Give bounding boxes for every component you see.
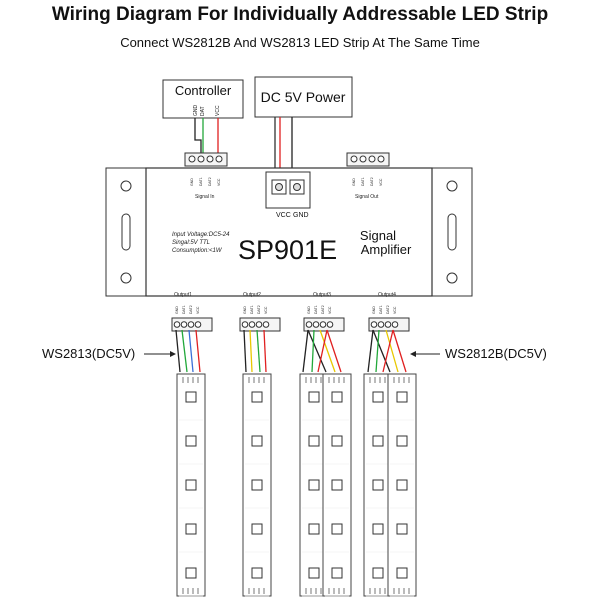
led-chip: [185, 523, 197, 535]
led-strip: [363, 373, 393, 597]
page-subtitle: Connect WS2812B And WS2813 LED Strip At …: [120, 35, 480, 50]
output2-pin-0: GND: [243, 306, 247, 314]
output2-pin-2: DAT2: [257, 305, 261, 314]
controller-label: Controller: [175, 83, 232, 98]
output4-pin-0: GND: [372, 306, 376, 314]
led-strip: [387, 373, 417, 597]
power-label: DC 5V Power: [261, 89, 346, 105]
led-chip: [331, 435, 343, 447]
led-chip: [308, 479, 320, 491]
power-terminal-gnd: GND: [293, 212, 309, 219]
signal-in-label: Signal In: [195, 194, 215, 200]
output3-pin-0: GND: [307, 306, 311, 314]
led-chip: [396, 567, 408, 579]
signal-in-connector: GND DAT1 DAT2 VCC Signal In: [184, 152, 228, 200]
page-title: Wiring Diagram For Individually Addressa…: [51, 4, 549, 25]
signal-in-pin-3: VCC: [217, 178, 221, 186]
output3-pin-3: VCC: [328, 306, 332, 314]
output1-label: Output1: [174, 292, 192, 298]
signal-out-pin-1: DAT1: [361, 177, 365, 186]
led-chip: [251, 567, 263, 579]
controller-box: Controller GND DAT VCC: [162, 79, 244, 119]
controller-wires: [194, 118, 219, 155]
output3-pin-2: DAT2: [321, 305, 325, 314]
power-box: DC 5V Power: [254, 76, 353, 118]
spec-signal: Singal:5V TTL: [172, 240, 210, 246]
led-chip: [396, 391, 408, 403]
spec-voltage: Input Voltage:DC5-24: [172, 232, 230, 238]
led-strip: [242, 373, 272, 597]
led-strip: [176, 373, 206, 597]
led-chip: [185, 435, 197, 447]
led-strips: [176, 373, 417, 597]
output4-pin-2: DAT2: [386, 305, 390, 314]
ws2813-label: WS2813(DC5V): [42, 346, 135, 361]
output2-pin-1: DAT1: [250, 305, 254, 314]
led-chip: [251, 435, 263, 447]
ws2812b-callout: WS2812B(DC5V): [410, 346, 547, 361]
led-chip: [372, 523, 384, 535]
led-chip: [396, 523, 408, 535]
model-name: SP901E: [238, 235, 337, 265]
output4-pin-3: VCC: [393, 306, 397, 314]
led-chip: [331, 479, 343, 491]
spec-consumption: Consumption:<1W: [172, 248, 223, 254]
output4-connector: [368, 317, 410, 332]
power-terminal-vcc: VCC: [276, 212, 291, 219]
led-chip: [308, 391, 320, 403]
led-chip: [396, 479, 408, 491]
led-chip: [331, 391, 343, 403]
ws2813-callout: WS2813(DC5V): [42, 346, 176, 361]
output2-pin-3: VCC: [264, 306, 268, 314]
controller-pin-vcc: VCC: [215, 105, 221, 116]
output-wires: [175, 329, 407, 373]
led-chip: [372, 435, 384, 447]
ws2812b-label: WS2812B(DC5V): [445, 346, 547, 361]
output4-pin-1: DAT1: [379, 305, 383, 314]
signal-out-pin-2: DAT2: [370, 177, 374, 186]
led-chip: [251, 523, 263, 535]
signal-out-connector: GND DAT1 DAT2 VCC Signal Out: [346, 152, 390, 200]
led-chip: [372, 391, 384, 403]
led-chip: [185, 567, 197, 579]
output3-pin-1: DAT1: [314, 305, 318, 314]
led-strip: [322, 373, 352, 597]
signal-in-pin-0: GND: [190, 178, 194, 186]
signal-in-pin-2: DAT2: [208, 177, 212, 186]
led-chip: [396, 435, 408, 447]
led-chip: [331, 523, 343, 535]
output1-pin-3: VCC: [196, 306, 200, 314]
output2-connector: [239, 317, 281, 332]
output3-connector: [303, 317, 345, 332]
led-chip: [372, 567, 384, 579]
led-chip: [308, 567, 320, 579]
led-chip: [251, 391, 263, 403]
led-chip: [372, 479, 384, 491]
output-connectors: [171, 317, 410, 332]
output3-label: Output3: [313, 292, 331, 298]
signal-out-pin-0: GND: [352, 178, 356, 186]
output1-pin-2: DAT2: [189, 305, 193, 314]
output1-pin-0: GND: [175, 306, 179, 314]
controller-pin-gnd: GND: [193, 105, 199, 117]
led-chip: [251, 479, 263, 491]
product-line1: Signal: [360, 228, 396, 243]
output1-pin-1: DAT1: [182, 305, 186, 314]
controller-pin-dat: DAT: [200, 106, 206, 116]
led-chip: [308, 523, 320, 535]
output1-connector: [171, 317, 213, 332]
led-chip: [331, 567, 343, 579]
output2-label: Output2: [243, 292, 261, 298]
signal-out-label: Signal Out: [355, 194, 379, 200]
output4-label: Output4: [378, 292, 396, 298]
product-line2: Amplifier: [361, 242, 412, 257]
signal-out-pin-3: VCC: [379, 178, 383, 186]
amplifier-body: VCC GND GND DAT1 DAT2 VCC Signal In: [105, 152, 473, 314]
led-chip: [185, 391, 197, 403]
led-chip: [185, 479, 197, 491]
signal-in-pin-1: DAT1: [199, 177, 203, 186]
led-chip: [308, 435, 320, 447]
